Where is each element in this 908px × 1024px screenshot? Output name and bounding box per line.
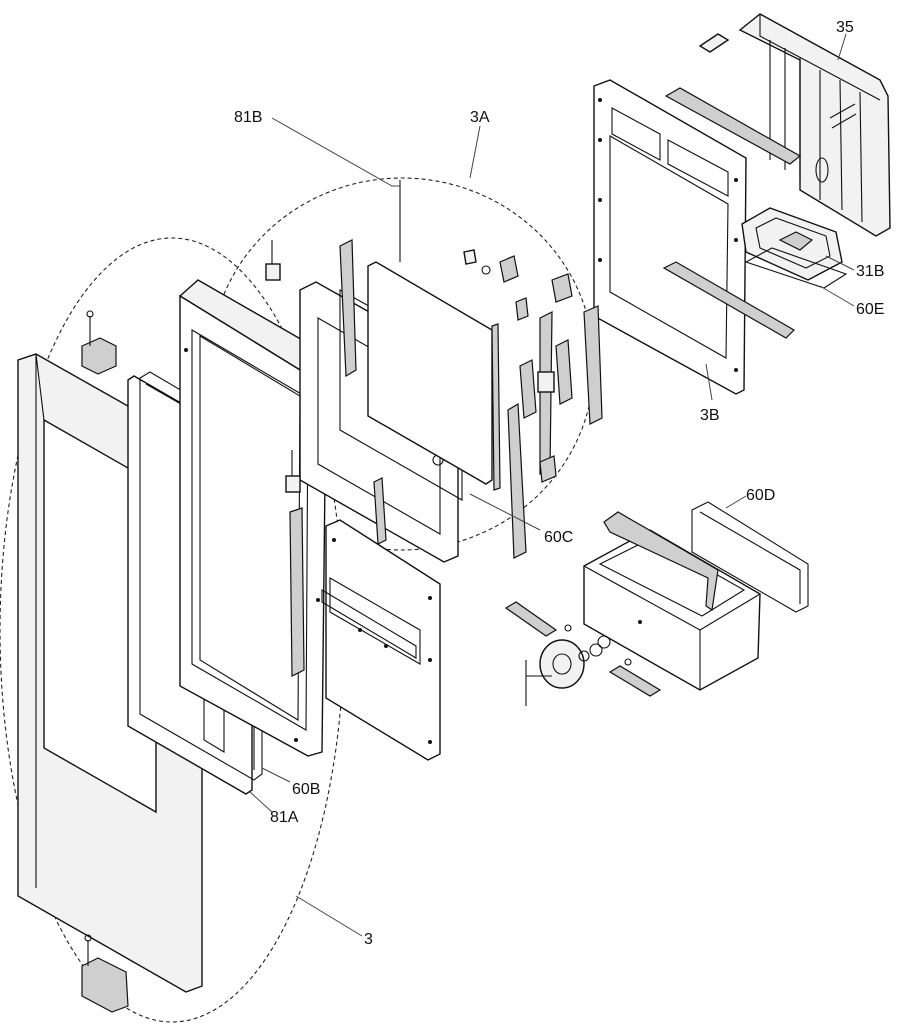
part-31B-tray bbox=[741, 207, 843, 281]
part-60D-gasket bbox=[691, 501, 809, 613]
part-60E-gasket bbox=[744, 247, 848, 289]
callout-3: 3 bbox=[364, 931, 373, 948]
callout-3A: 3A bbox=[470, 109, 490, 126]
callout-81B: 81B bbox=[234, 109, 262, 126]
leader-35 bbox=[837, 33, 847, 61]
callout-35: 35 bbox=[836, 19, 854, 36]
part-3A-latch bbox=[537, 311, 555, 475]
leader-60E bbox=[819, 285, 855, 307]
part-35-bracket bbox=[698, 13, 891, 237]
leader-31B bbox=[825, 255, 855, 271]
part-drawer-rail bbox=[603, 511, 719, 612]
callout-60D: 60D bbox=[746, 487, 775, 504]
leader-60C bbox=[469, 493, 541, 531]
leader-60B bbox=[261, 767, 291, 783]
callout-60C: 60C bbox=[544, 529, 573, 546]
part-3A-small-hardware bbox=[265, 240, 573, 493]
part-3A-side-rails bbox=[339, 239, 603, 559]
part-60D-gasket-inner bbox=[699, 511, 801, 604]
callout-81A: 81A bbox=[270, 809, 299, 826]
part-lower-plate bbox=[289, 507, 441, 761]
leader-3 bbox=[295, 895, 363, 937]
part-bottom-hinge bbox=[81, 934, 129, 1013]
part-60B-seal bbox=[139, 371, 263, 781]
part-handle-assembly bbox=[504, 601, 662, 706]
leader-81B bbox=[271, 117, 400, 187]
leader-3A bbox=[469, 125, 481, 179]
callout-31B: 31B bbox=[856, 263, 884, 280]
part-81B-glass bbox=[367, 180, 493, 485]
callout-3B: 3B bbox=[700, 407, 720, 424]
part-top-hinge bbox=[81, 310, 117, 375]
leader-81A bbox=[249, 791, 273, 813]
part-3B-frame bbox=[593, 79, 802, 395]
leader-60D bbox=[725, 495, 747, 509]
callout-60E: 60E bbox=[856, 301, 884, 318]
callout-60B: 60B bbox=[292, 781, 320, 798]
leader-3B bbox=[705, 363, 713, 401]
